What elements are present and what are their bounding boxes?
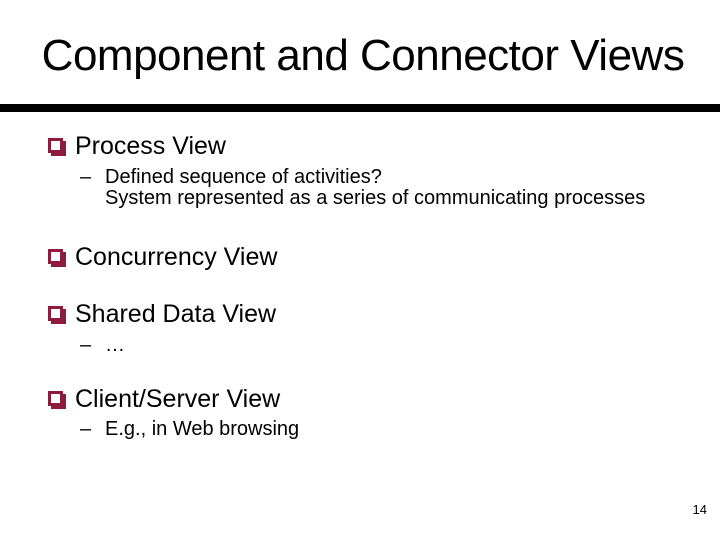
- bullet-item-label: Client/Server View: [75, 385, 281, 413]
- bullet-item: Client/Server View: [48, 387, 280, 412]
- dash-bullet-icon: –: [80, 334, 92, 356]
- shadowed-square-bullet-icon: [48, 391, 63, 406]
- shadowed-square-bullet-icon: [48, 249, 63, 264]
- shadowed-square-bullet-icon: [48, 138, 63, 153]
- bullet-item-label: Process View: [75, 132, 226, 160]
- page-number: 14: [692, 502, 707, 517]
- bullet-item: Process View: [48, 134, 226, 159]
- dash-bullet-icon: –: [80, 166, 92, 188]
- bullet-item-label: Concurrency View: [75, 243, 278, 271]
- bullet-item-label: Shared Data View: [75, 300, 277, 328]
- slide-title: Component and Connector Views: [41, 31, 685, 80]
- sub-bullet-line: E.g., in Web browsing: [105, 418, 300, 440]
- sub-bullet-item: –…: [80, 335, 125, 356]
- title-divider-rule: [0, 104, 720, 112]
- shadowed-square-bullet-icon: [48, 306, 63, 321]
- dash-bullet-icon: –: [80, 418, 92, 440]
- sub-bullet-text: Defined sequence of activities?System re…: [105, 167, 645, 209]
- bullet-item: Concurrency View: [48, 245, 277, 270]
- sub-bullet-item: –Defined sequence of activities?System r…: [80, 167, 645, 209]
- bullet-item: Shared Data View: [48, 302, 276, 327]
- sub-bullet-line: System represented as a series of commun…: [105, 187, 646, 209]
- sub-bullet-line: …: [105, 334, 125, 356]
- sub-bullet-text: …: [105, 335, 125, 356]
- sub-bullet-line: Defined sequence of activities?: [105, 166, 382, 188]
- sub-bullet-item: –E.g., in Web browsing: [80, 419, 299, 440]
- sub-bullet-text: E.g., in Web browsing: [105, 419, 299, 440]
